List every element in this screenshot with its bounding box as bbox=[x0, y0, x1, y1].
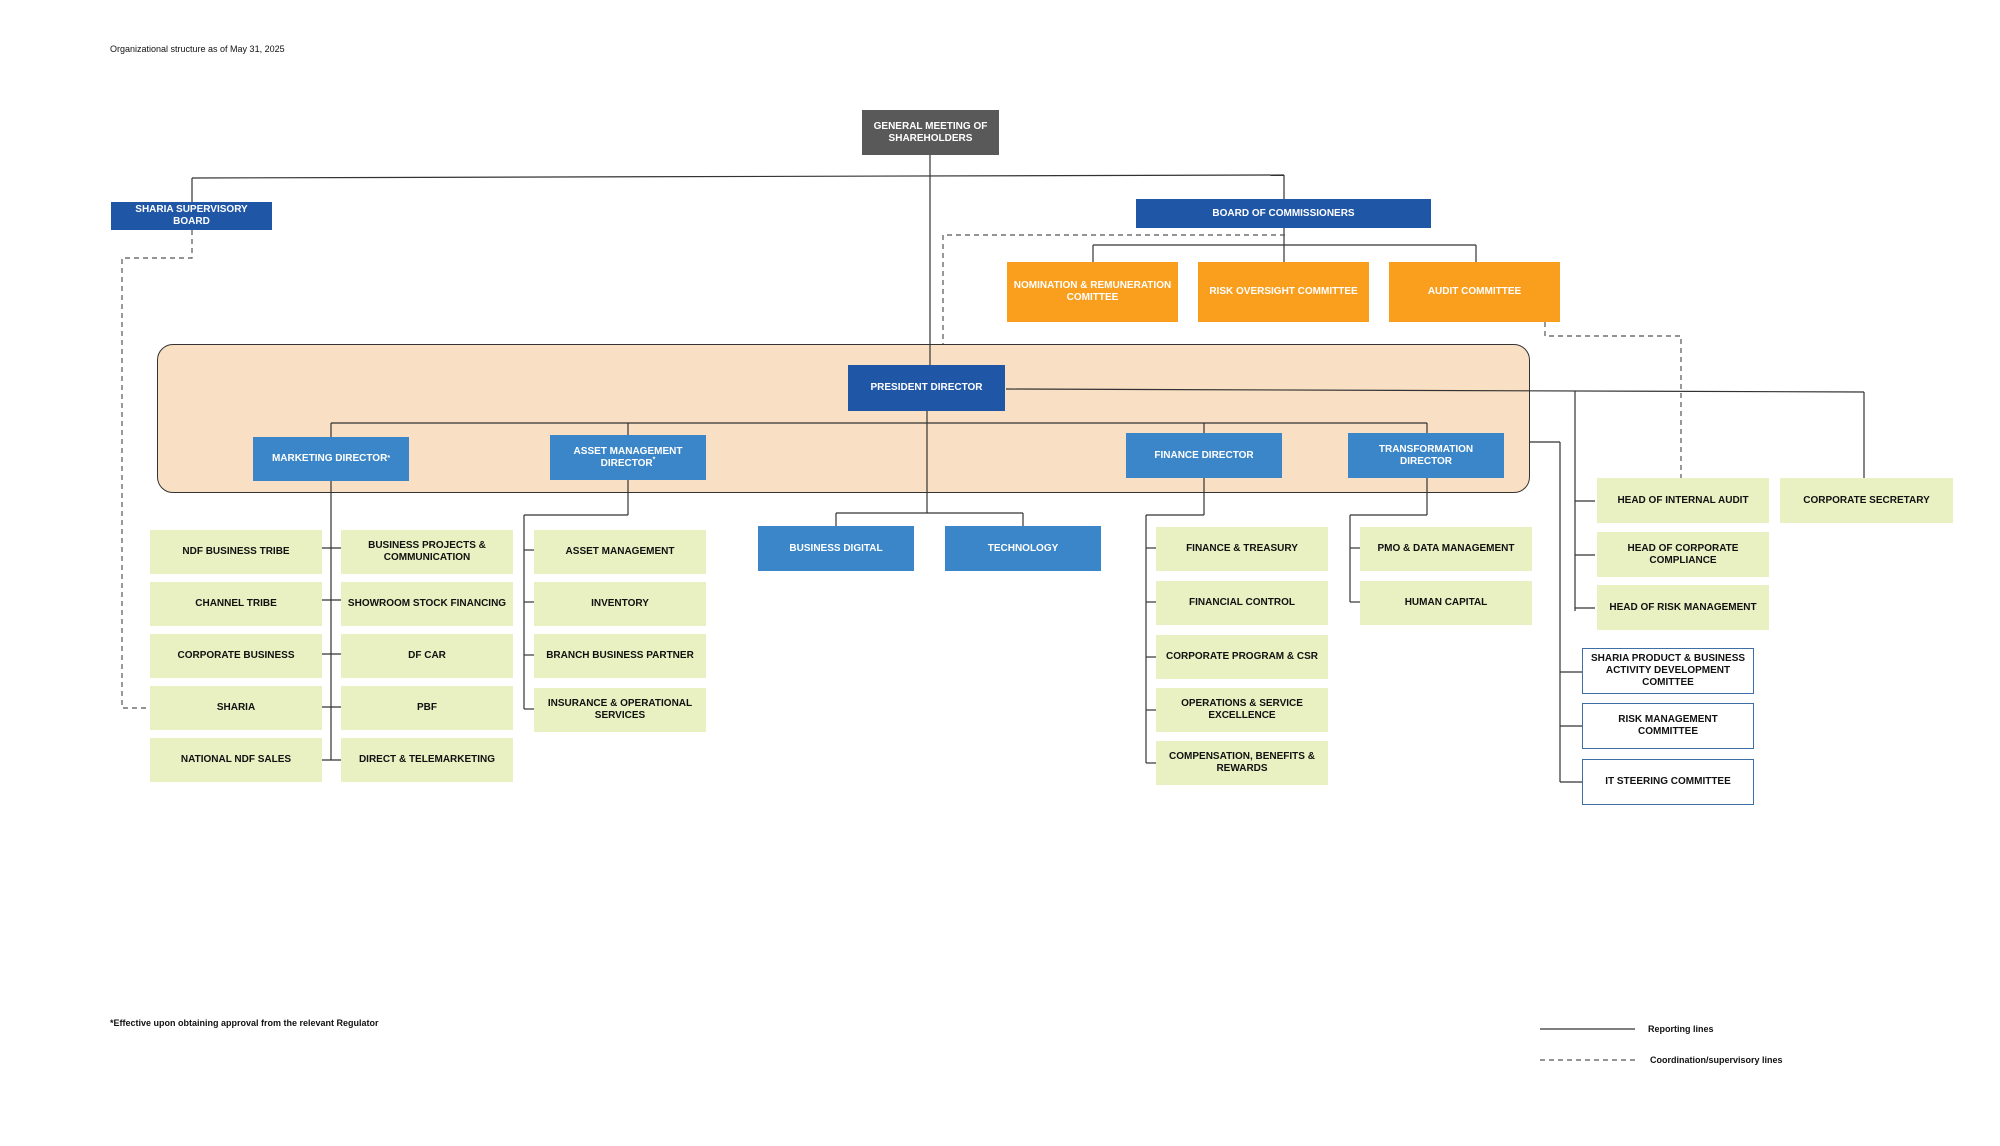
sharia-supervisory-board-box: SHARIA SUPERVISORY BOARD bbox=[111, 202, 272, 230]
legend-coordination-label: Coordination/supervisory lines bbox=[1650, 1055, 1783, 1065]
structure-date-note: Organizational structure as of May 31, 2… bbox=[110, 44, 285, 54]
asset-unit-box: INSURANCE & OPERATIONAL SERVICES bbox=[534, 688, 706, 732]
risk-oversight-committee-box: RISK OVERSIGHT COMMITTEE bbox=[1198, 262, 1369, 322]
transformation-unit-box: HUMAN CAPITAL bbox=[1360, 581, 1532, 625]
legend-reporting-label: Reporting lines bbox=[1648, 1024, 1714, 1034]
corporate-secretary-box: CORPORATE SECRETARY bbox=[1780, 478, 1953, 523]
top-horizontal-line bbox=[191, 174, 1285, 179]
finance-unit-box: COMPENSATION, BENEFITS & REWARDS bbox=[1156, 741, 1328, 785]
marketing-unit-box: BUSINESS PROJECTS & COMMUNICATION bbox=[341, 530, 513, 574]
asset-unit-box: ASSET MANAGEMENT bbox=[534, 530, 706, 574]
general-meeting-of-shareholders-box: GENERAL MEETING OF SHAREHOLDERS bbox=[862, 110, 999, 155]
transformation-unit-box: PMO & DATA MANAGEMENT bbox=[1360, 527, 1532, 571]
head-unit-box: HEAD OF RISK MANAGEMENT bbox=[1597, 585, 1769, 630]
marketing-unit-box: PBF bbox=[341, 686, 513, 730]
marketing-unit-box: DIRECT & TELEMARKETING bbox=[341, 738, 513, 782]
marketing-director-label: MARKETING DIRECTOR bbox=[271, 453, 388, 464]
board-committee-box: IT STEERING COMMITTEE bbox=[1582, 759, 1754, 805]
asset-unit-box: INVENTORY bbox=[534, 582, 706, 626]
nomination-remuneration-committee-box: NOMINATION & REMUNERATION COMITTEE bbox=[1007, 262, 1178, 322]
board-of-commissioners-box: BOARD OF COMMISSIONERS bbox=[1136, 199, 1431, 228]
asset-unit-box: BRANCH BUSINESS PARTNER bbox=[534, 634, 706, 678]
asset-director-label: ASSET MANAGEMENT DIRECTOR bbox=[573, 445, 683, 469]
marketing-unit-box: DF CAR bbox=[341, 634, 513, 678]
marketing-unit-box: SHARIA bbox=[150, 686, 322, 730]
finance-unit-box: CORPORATE PROGRAM & CSR bbox=[1156, 635, 1328, 679]
finance-unit-box: FINANCIAL CONTROL bbox=[1156, 581, 1328, 625]
business-digital-box: BUSINESS DIGITAL bbox=[758, 526, 914, 571]
head-unit-box: HEAD OF CORPORATE COMPLIANCE bbox=[1597, 532, 1769, 577]
technology-box: TECHNOLOGY bbox=[945, 526, 1101, 571]
transformation-director-box: TRANSFORMATION DIRECTOR bbox=[1348, 433, 1504, 478]
finance-unit-box: OPERATIONS & SERVICE EXCELLENCE bbox=[1156, 688, 1328, 732]
board-committee-box: RISK MANAGEMENT COMMITTEE bbox=[1582, 703, 1754, 749]
asset-management-director-box: ASSET MANAGEMENT DIRECTOR* bbox=[550, 435, 706, 480]
footnote: *Effective upon obtaining approval from … bbox=[110, 1018, 379, 1028]
marketing-unit-box: SHOWROOM STOCK FINANCING bbox=[341, 582, 513, 626]
audit-committee-box: AUDIT COMMITTEE bbox=[1389, 262, 1560, 322]
marketing-director-box: MARKETING DIRECTOR* bbox=[253, 437, 409, 481]
marketing-unit-box: CORPORATE BUSINESS bbox=[150, 634, 322, 678]
finance-director-box: FINANCE DIRECTOR bbox=[1126, 433, 1282, 478]
head-unit-box: HEAD OF INTERNAL AUDIT bbox=[1597, 478, 1769, 523]
marketing-unit-box: CHANNEL TRIBE bbox=[150, 582, 322, 626]
finance-unit-box: FINANCE & TREASURY bbox=[1156, 527, 1328, 571]
marketing-unit-box: NDF BUSINESS TRIBE bbox=[150, 530, 322, 574]
marketing-unit-box: NATIONAL NDF SALES bbox=[150, 738, 322, 782]
asterisk-mark: * bbox=[652, 456, 656, 464]
president-director-box: PRESIDENT DIRECTOR bbox=[848, 365, 1005, 411]
board-committee-box: SHARIA PRODUCT & BUSINESS ACTIVITY DEVEL… bbox=[1582, 648, 1754, 694]
